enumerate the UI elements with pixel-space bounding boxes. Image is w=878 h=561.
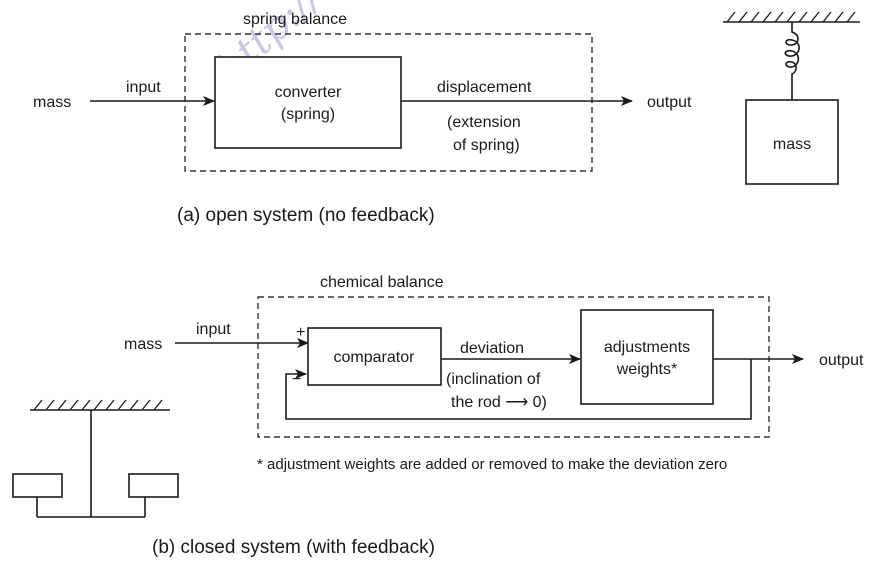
plus-sign: + bbox=[296, 324, 305, 341]
beam-ceiling-hatch bbox=[33, 399, 163, 411]
hanging-mass-label: mass bbox=[773, 136, 811, 153]
feedback-loop bbox=[285, 359, 752, 420]
comparator-box bbox=[307, 327, 442, 386]
spring-balance-illustration: mass bbox=[723, 11, 860, 185]
displacement-label: displacement bbox=[437, 79, 532, 96]
deviation-label: deviation bbox=[460, 340, 524, 357]
mass-input-label: mass bbox=[33, 94, 71, 111]
hanging-mass-box bbox=[745, 99, 839, 185]
converter-sublabel: (spring) bbox=[281, 106, 335, 123]
spring-balance-label: spring balance bbox=[243, 11, 347, 28]
chemical-balance-label: chemical balance bbox=[320, 274, 444, 291]
ceiling-hatch bbox=[726, 11, 856, 23]
adjustments-box bbox=[580, 309, 714, 405]
output-label-a: output bbox=[647, 94, 692, 111]
converter-label: converter bbox=[275, 84, 342, 101]
left-pan bbox=[12, 473, 63, 498]
converter-box bbox=[214, 56, 402, 149]
beam-balance-illustration bbox=[12, 399, 179, 518]
right-pan bbox=[128, 473, 179, 498]
extension-label: (extension bbox=[447, 114, 521, 131]
caption-b: (b) closed system (with feedback) bbox=[152, 537, 435, 558]
comparator-label: comparator bbox=[334, 349, 416, 366]
footnote: * adjustment weights are added or remove… bbox=[257, 456, 727, 473]
adjustments-sublabel: weights* bbox=[616, 361, 677, 378]
adjustments-label: adjustments bbox=[604, 339, 690, 356]
chemical-balance-boundary bbox=[257, 296, 770, 438]
input-arrow-label: input bbox=[126, 79, 161, 96]
spring-balance-boundary bbox=[184, 33, 593, 172]
minus-sign: − bbox=[292, 371, 301, 388]
spring-coil bbox=[784, 22, 800, 100]
output-label-b: output bbox=[819, 352, 864, 369]
input-arrow-label-b: input bbox=[196, 321, 231, 338]
inclination-label: (inclination of bbox=[446, 371, 541, 388]
extension-sublabel: of spring) bbox=[453, 137, 520, 154]
caption-a: (a) open system (no feedback) bbox=[177, 205, 435, 226]
mass-input-label-b: mass bbox=[124, 336, 162, 353]
inclination-sublabel: the rod ⟶ 0) bbox=[451, 394, 547, 411]
